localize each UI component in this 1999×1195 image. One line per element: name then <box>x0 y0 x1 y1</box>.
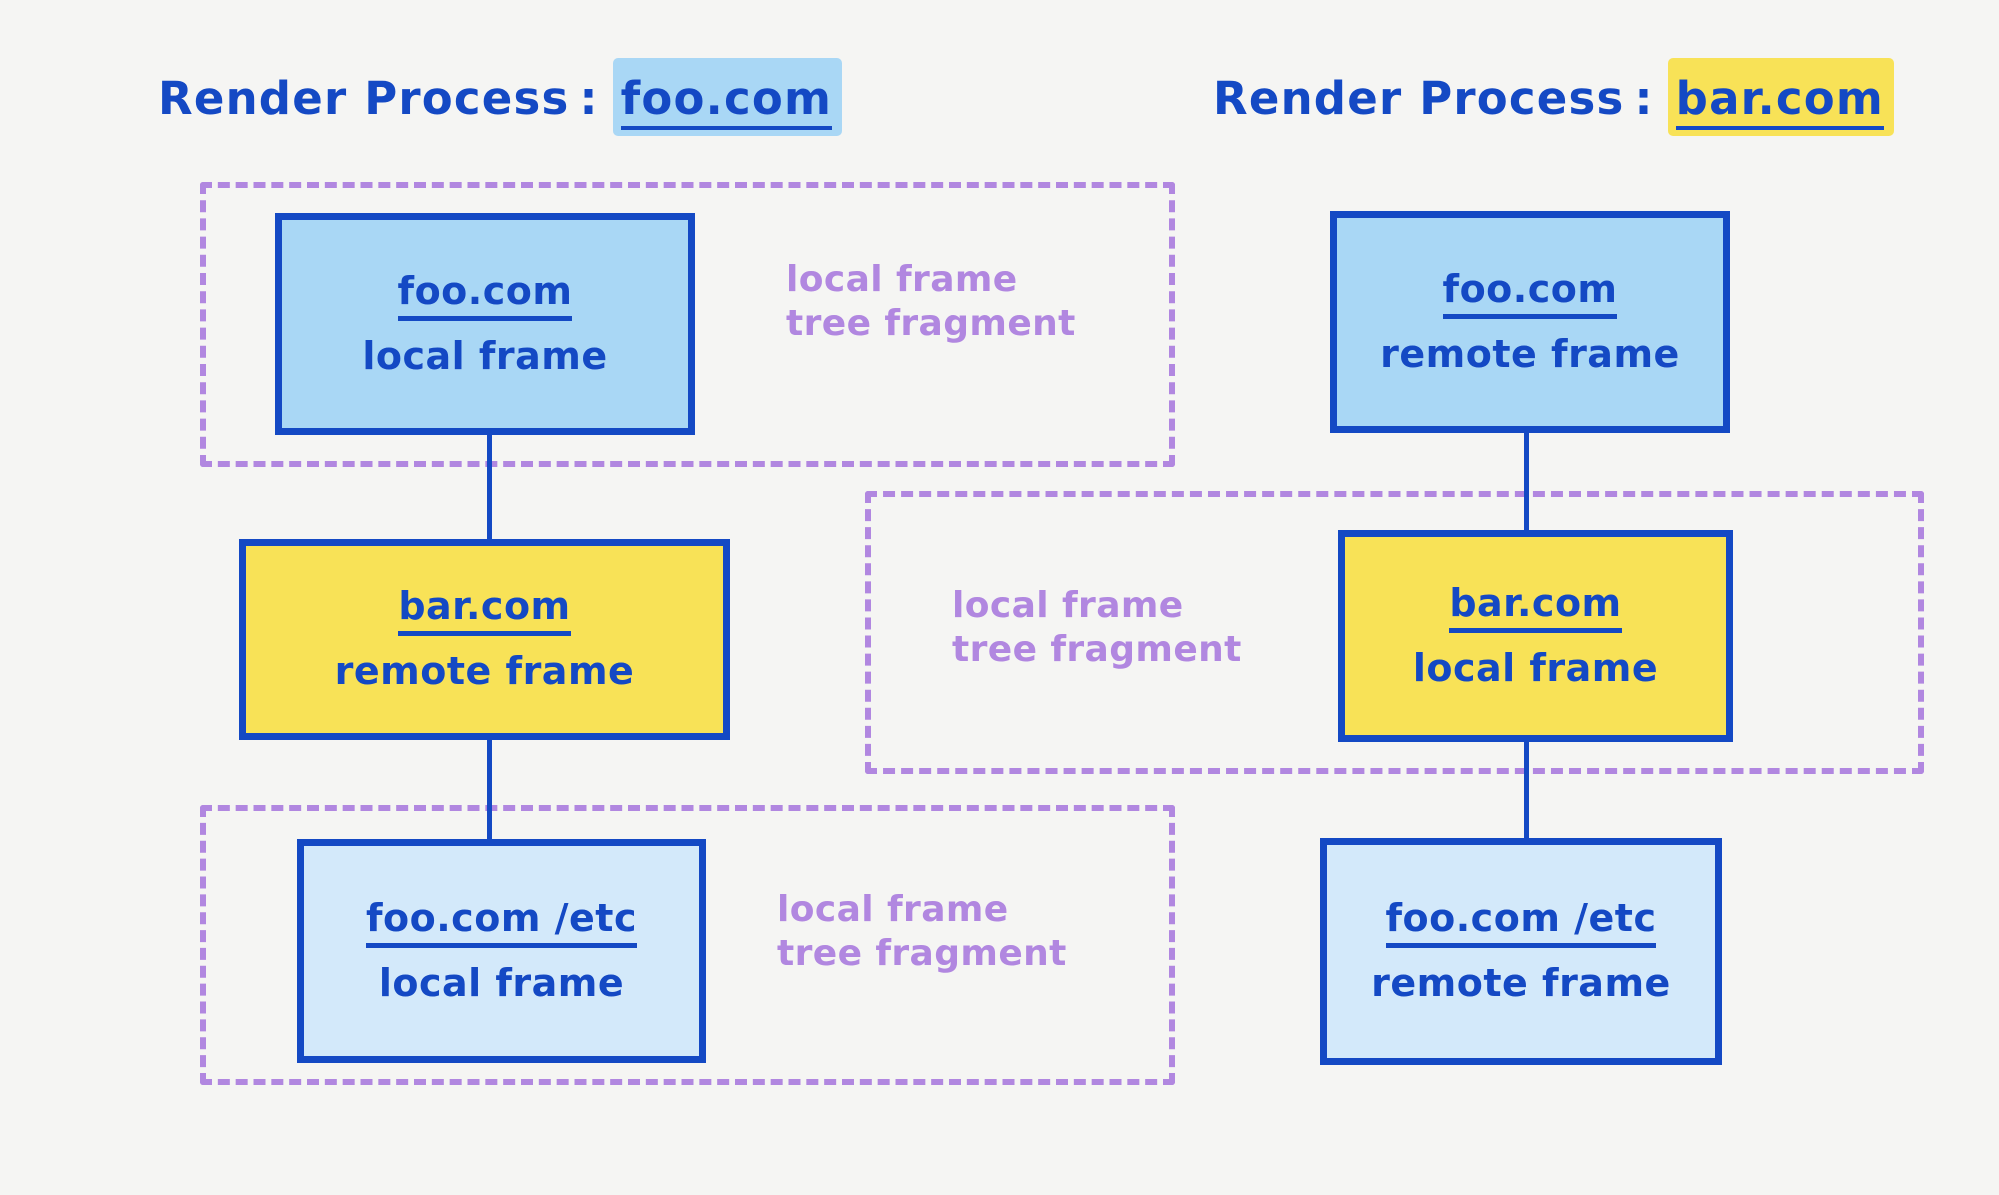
frame-box-right-3[interactable]: foo.com /etc remote frame <box>1320 838 1722 1065</box>
frame-url-left-1: foo.com <box>397 271 573 321</box>
process-title-left-origin: foo.com <box>620 72 833 130</box>
fragment-region-left-top <box>200 182 1175 467</box>
frame-kind-left-3: local frame <box>378 960 625 1005</box>
process-title-right: Render Process : bar.com <box>1213 58 1895 136</box>
process-title-left-label: Render Process <box>158 72 570 125</box>
frame-url-right-3: foo.com /etc <box>1385 898 1657 948</box>
process-title-right-origin-highlight: bar.com <box>1667 58 1895 136</box>
fragment-caption-left-bottom: local frame tree fragment <box>777 889 1067 974</box>
frame-url-left-2: bar.com <box>398 586 571 636</box>
frame-kind-right-1: remote frame <box>1380 331 1680 376</box>
frame-box-left-2[interactable]: bar.com remote frame <box>239 539 730 740</box>
fragment-region-middle <box>865 491 1924 774</box>
process-title-right-label: Render Process <box>1213 72 1625 125</box>
fragment-caption-middle: local frame tree fragment <box>952 585 1242 670</box>
frame-box-left-1[interactable]: foo.com local frame <box>275 213 695 435</box>
fragment-region-left-bottom <box>200 805 1175 1085</box>
process-title-left-colon: : <box>579 72 599 125</box>
connector-left-2 <box>487 738 492 840</box>
fragment-caption-left-top: local frame tree fragment <box>786 259 1076 344</box>
frame-kind-right-2: local frame <box>1412 645 1659 690</box>
frame-kind-right-3: remote frame <box>1371 961 1671 1005</box>
frame-box-left-3[interactable]: foo.com /etc local frame <box>297 839 706 1063</box>
process-title-left: Render Process : foo.com <box>158 58 843 136</box>
frame-url-left-3: foo.com /etc <box>366 898 637 948</box>
frame-url-right-2: bar.com <box>1449 583 1622 633</box>
connector-right-2 <box>1524 740 1529 840</box>
frame-kind-left-2: remote frame <box>334 649 635 693</box>
connector-left-1 <box>487 432 492 544</box>
connector-right-1 <box>1524 431 1529 546</box>
process-title-right-origin: bar.com <box>1675 72 1884 130</box>
frame-url-right-1: foo.com <box>1442 269 1618 319</box>
frame-kind-left-1: local frame <box>362 333 608 378</box>
process-title-left-origin-highlight: foo.com <box>612 58 843 136</box>
frame-box-right-2[interactable]: bar.com local frame <box>1338 530 1733 742</box>
process-title-right-colon: : <box>1634 72 1654 125</box>
frame-box-right-1[interactable]: foo.com remote frame <box>1330 211 1730 433</box>
